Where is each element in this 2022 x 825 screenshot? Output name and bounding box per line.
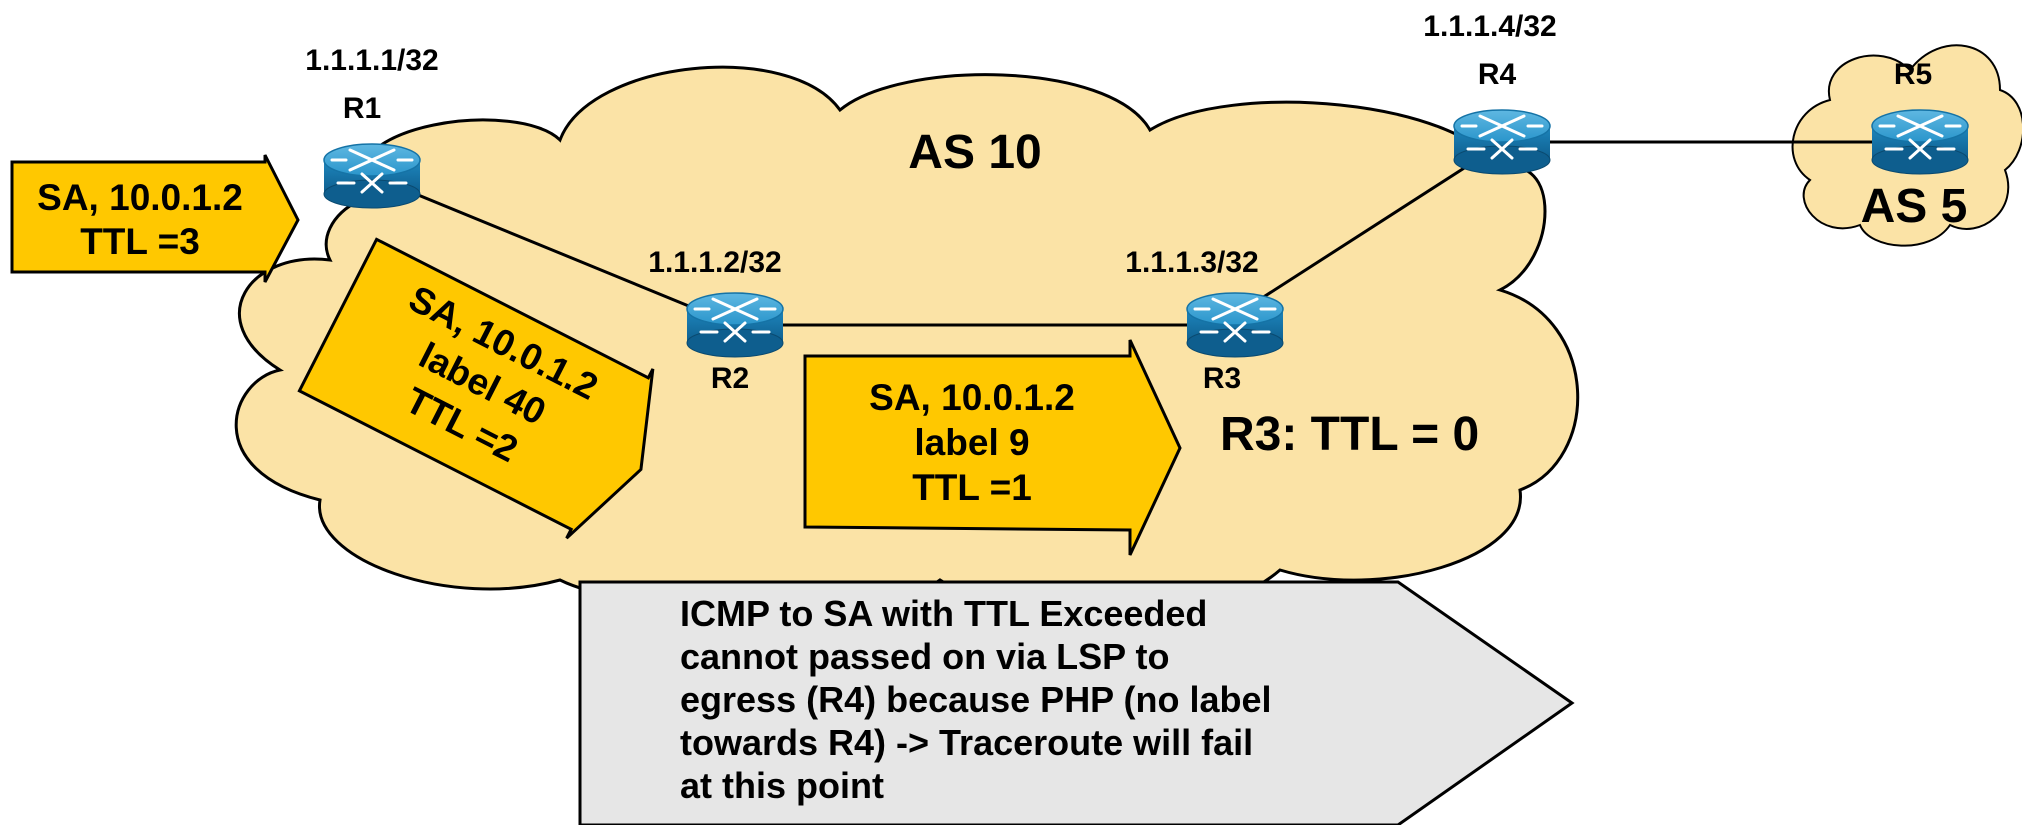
r5-name: R5 — [1894, 58, 1932, 91]
router-r3[interactable] — [1185, 291, 1285, 359]
r4-address: 1.1.1.4/32 — [1423, 10, 1556, 43]
note-box: ICMP to SA with TTL Exceeded cannot pass… — [578, 580, 1575, 825]
packet-3-line-2: label 9 — [914, 422, 1029, 463]
packet-3-line-1: SA, 10.0.1.2 — [869, 377, 1075, 418]
links — [371, 140, 1918, 327]
note-line-2: cannot passed on via LSP to — [680, 636, 1169, 677]
packet-1-line-1: SA, 10.0.1.2 — [37, 177, 243, 218]
router-r4[interactable] — [1452, 108, 1552, 176]
r3-address: 1.1.1.3/32 — [1125, 246, 1258, 279]
router-r1[interactable] — [322, 142, 422, 210]
as10-label: AS 10 — [908, 126, 1041, 179]
note-line-3: egress (R4) because PHP (no label — [680, 679, 1272, 720]
note-line-4: towards R4) -> Traceroute will fail — [680, 722, 1253, 763]
note-line-1: ICMP to SA with TTL Exceeded — [680, 593, 1207, 634]
r4-name: R4 — [1478, 58, 1517, 91]
packet-3: SA, 10.0.1.2 label 9 TTL =1 — [803, 339, 1182, 556]
r3-name: R3 — [1203, 362, 1241, 395]
r2-name: R2 — [711, 362, 749, 395]
packet-1-line-2: TTL =3 — [80, 221, 200, 262]
link-r1-r2 — [371, 174, 736, 327]
packet-3-line-3: TTL =1 — [912, 467, 1032, 508]
link-r3-r4 — [1219, 143, 1501, 327]
r1-name: R1 — [343, 92, 381, 125]
r1-address: 1.1.1.1/32 — [305, 44, 438, 77]
router-r2[interactable] — [685, 291, 785, 359]
r2-address: 1.1.1.2/32 — [648, 246, 781, 279]
as5-label: AS 5 — [1861, 180, 1968, 233]
router-r5[interactable] — [1870, 108, 1970, 176]
packet-1: SA, 10.0.1.2 TTL =3 — [10, 154, 300, 283]
ttl-status: R3: TTL = 0 — [1220, 408, 1479, 461]
note-line-5: at this point — [680, 765, 884, 806]
